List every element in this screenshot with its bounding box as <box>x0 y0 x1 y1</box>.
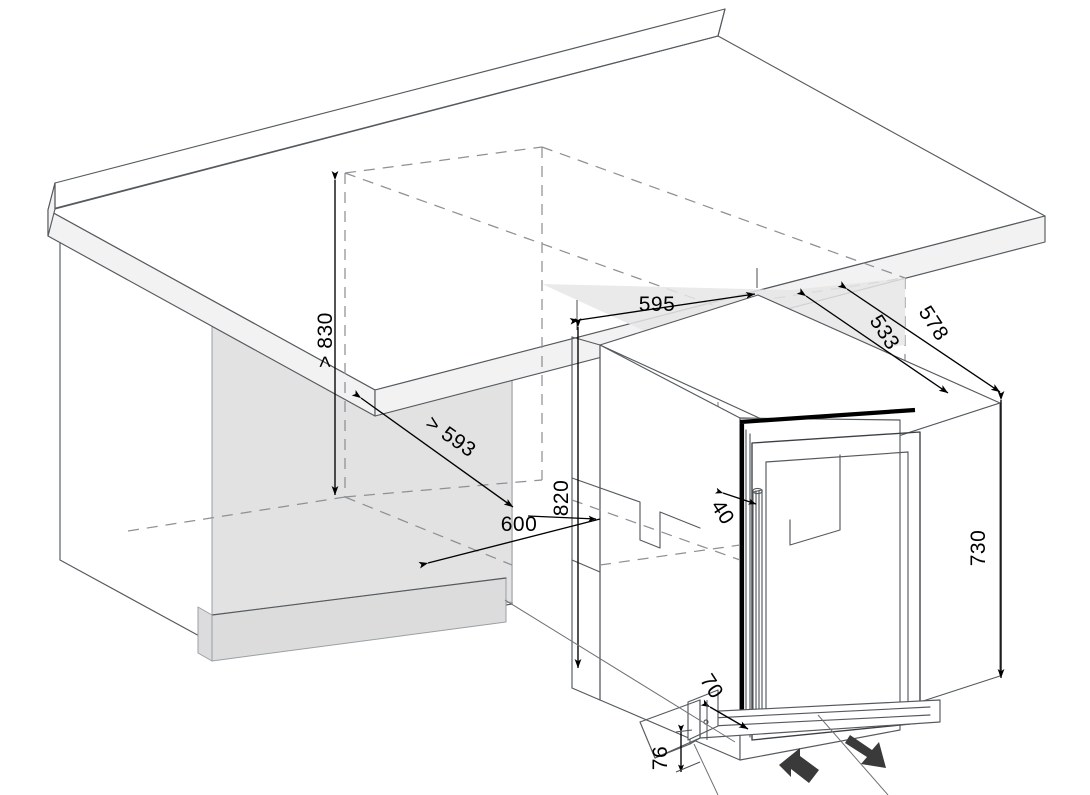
plinth-left-return <box>197 606 213 662</box>
dimension-label-730: 730 <box>967 530 990 567</box>
dimension-body-height-820: 820 <box>527 318 597 669</box>
air-intake-arrow <box>779 748 819 783</box>
dimension-niche-height: > 830 <box>314 171 339 496</box>
plinth-top-edge <box>211 577 507 616</box>
dimension-label-600: 600 <box>501 513 538 536</box>
rear-recess-outline <box>789 454 841 546</box>
dimension-label-820: 820 <box>550 480 573 517</box>
dimension-label-595: 595 <box>639 293 676 316</box>
dimension-plinth-height-76: 76 <box>649 724 701 773</box>
door-top-highlight-edge <box>739 407 916 425</box>
appliance-rear-bottom-left <box>571 687 601 701</box>
dimension-door-height-730: 730 <box>967 391 1005 679</box>
wine-cooler-appliance <box>571 294 1001 761</box>
dimension-niche-width: 600 <box>418 513 601 569</box>
backsplash-right-end <box>717 8 726 37</box>
air-exhaust-arrow <box>845 735 886 768</box>
base-plate-bottom-edge <box>654 743 691 759</box>
leader-lines <box>504 599 889 795</box>
base-plate-outline <box>639 699 701 759</box>
door-handle <box>752 487 763 719</box>
dimension-label-830: > 830 <box>314 312 337 368</box>
dimension-appliance-width: 595 <box>569 268 758 330</box>
dimension-label-76: 76 <box>649 746 672 770</box>
backsplash-inner-edge <box>54 35 719 210</box>
